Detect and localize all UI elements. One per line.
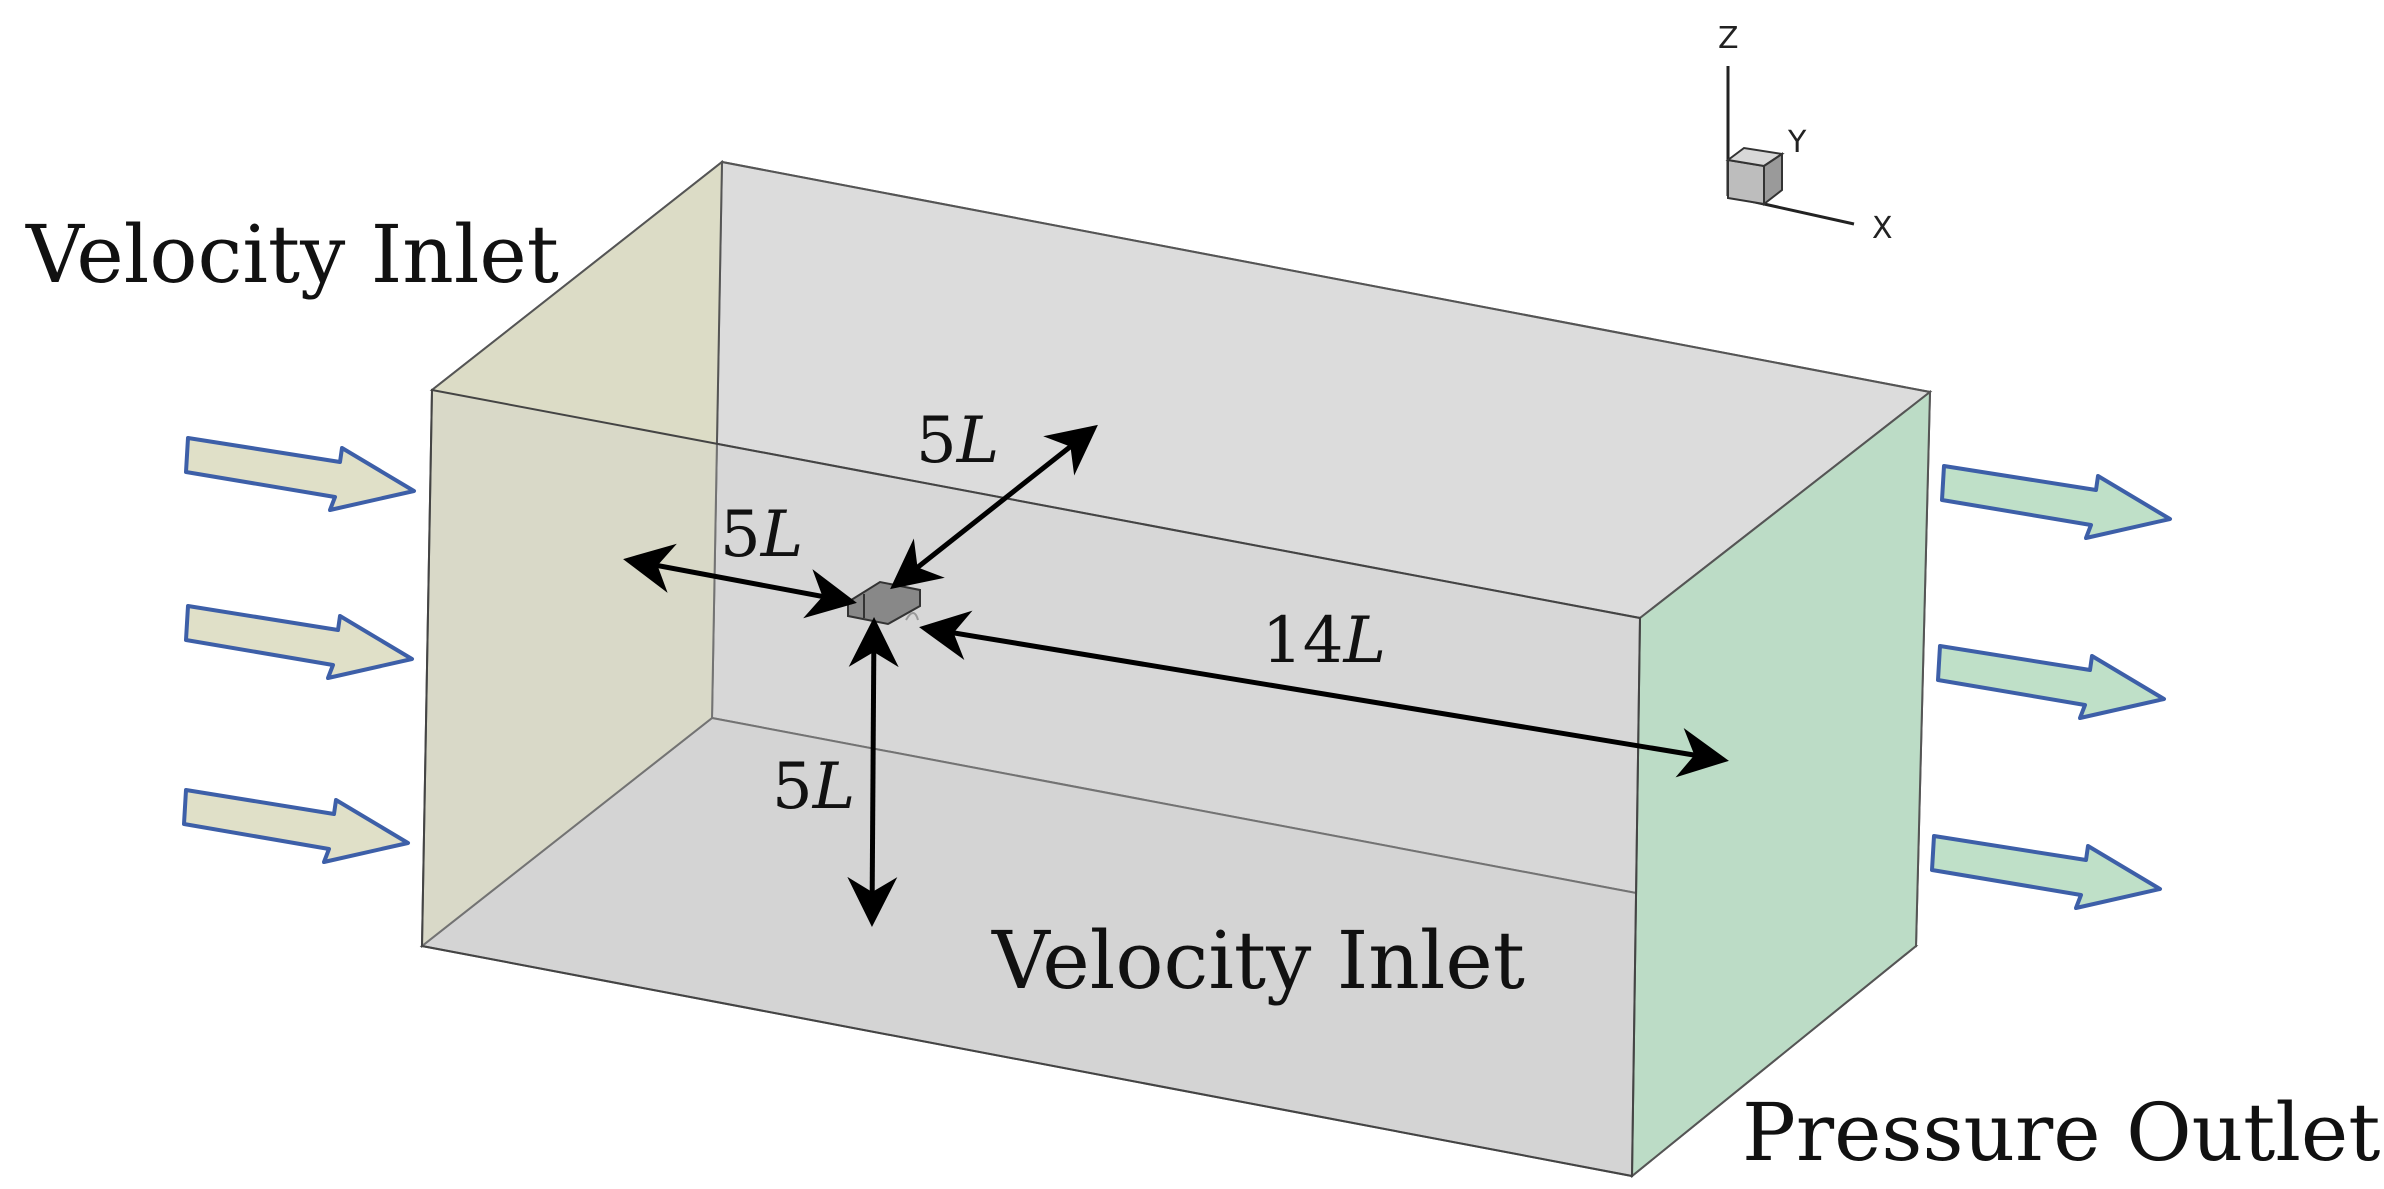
upstream-dim-label: 5L — [720, 498, 803, 572]
inlet-label-top: Velocity Inlet — [25, 208, 559, 301]
inlet-arrow — [182, 788, 410, 864]
downstream-dim-label: 14L — [1262, 604, 1386, 678]
inlet-arrow — [184, 604, 414, 680]
axis-triad: Z Y X — [1718, 21, 1893, 246]
body-model — [847, 580, 921, 626]
vertical-dim-label: 5L — [772, 750, 855, 824]
wake-curve — [905, 612, 919, 621]
lateral-dim-label: 5L — [916, 404, 999, 478]
cube-side — [1763, 152, 1783, 207]
inlet-arrows — [182, 436, 416, 864]
outlet-arrows — [1930, 464, 2172, 910]
outlet-label: Pressure Outlet — [1742, 1086, 2380, 1179]
upstream-dim-arrow — [623, 543, 857, 619]
outlet-arrow — [1940, 464, 2172, 540]
vertical-dim-arrow — [847, 617, 899, 927]
cube-icon — [1725, 146, 1785, 207]
cube-front — [1727, 158, 1765, 206]
x-axis-label: X — [1872, 211, 1893, 246]
z-axis-label: Z — [1718, 21, 1739, 56]
downstream-dim-arrow — [919, 610, 1729, 778]
inlet-label-bottom: Velocity Inlet — [991, 914, 1525, 1007]
outlet-arrow — [1930, 834, 2162, 910]
dimension-arrows — [623, 424, 1729, 927]
y-axis-label: Y — [1787, 125, 1807, 160]
lateral-dim-arrow — [890, 424, 1098, 590]
inlet-arrow — [184, 436, 416, 512]
outlet-arrow — [1936, 644, 2166, 720]
